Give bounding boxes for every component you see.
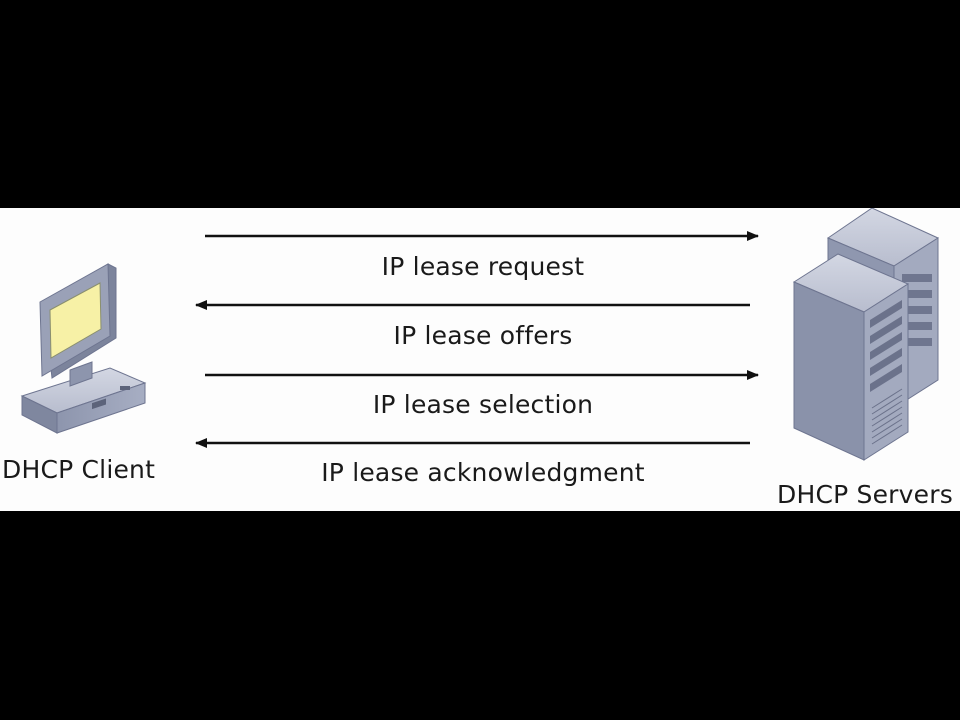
dhcp-diagram	[20, 208, 940, 461]
desktop-computer-icon	[20, 263, 147, 434]
monitor-screen	[49, 282, 102, 359]
server-tower-icon	[792, 208, 940, 461]
message-label-offers: IP lease offers	[393, 321, 573, 350]
servers-label: DHCP Servers	[777, 480, 953, 509]
message-label-acknowledgment: IP lease acknowledgment	[321, 458, 645, 487]
message-label-request: IP lease request	[381, 252, 585, 281]
client-label: DHCP Client	[2, 455, 156, 484]
message-arrows	[195, 231, 759, 448]
message-label-selection: IP lease selection	[372, 390, 594, 419]
diagram-panel: IP lease request IP lease offers IP leas…	[0, 208, 960, 511]
